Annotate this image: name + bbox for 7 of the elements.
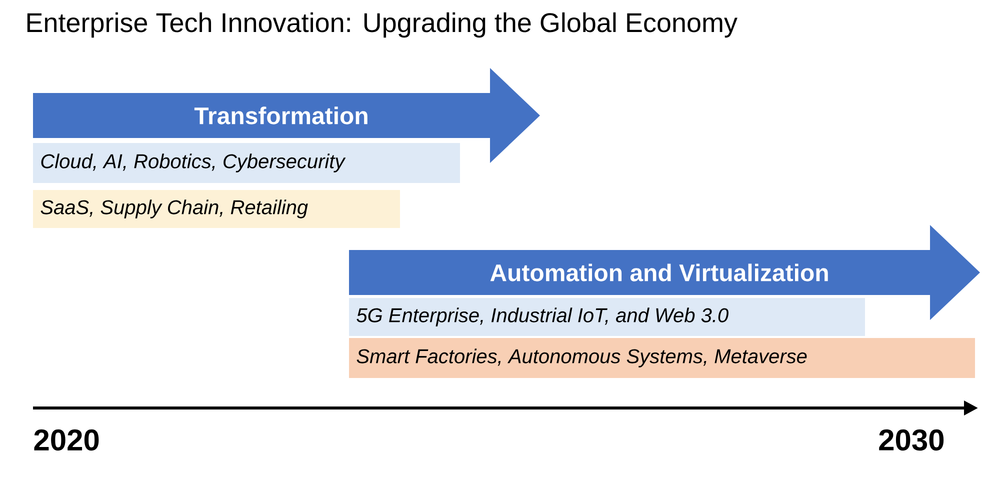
text-band: 5G Enterprise, Industrial IoT, and Web 3.0 — [349, 298, 866, 336]
text-band: SaaS, Supply Chain, Retailing — [33, 190, 400, 228]
title: Enterprise Tech Innovation: Upgrading the Global Economy — [27, 12, 738, 38]
year-label: 2030 — [879, 429, 944, 451]
year-label: 2020 — [34, 429, 99, 451]
text-band: Cloud, AI, Robotics, Cybersecurity — [33, 143, 460, 183]
text-band: Smart Factories, Autonomous Systems, Metaverse — [349, 338, 976, 378]
